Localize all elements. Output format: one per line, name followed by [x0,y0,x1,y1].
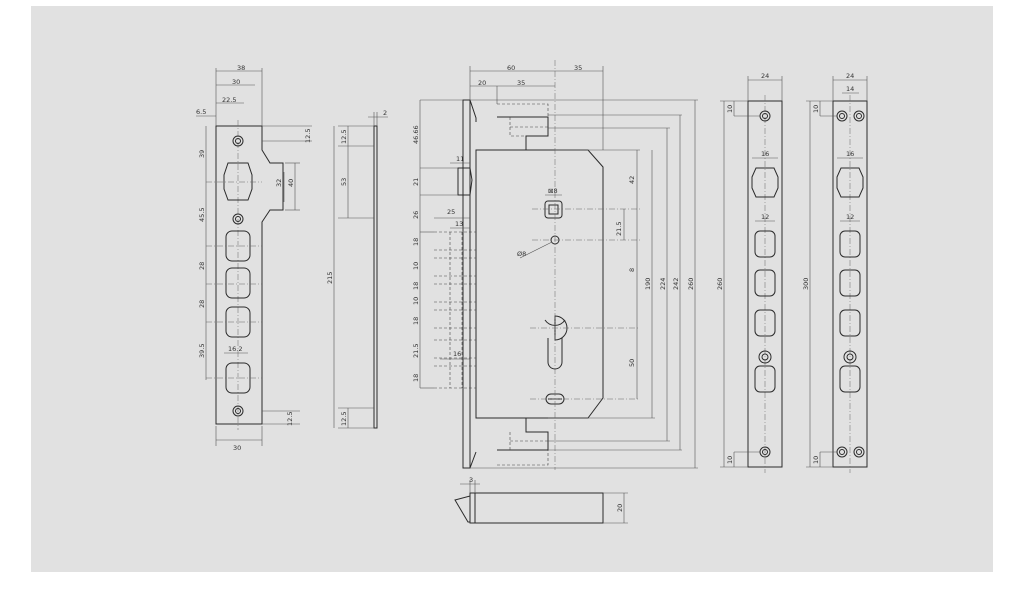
bottom-view-labels: 3 20 [469,476,624,512]
faceplate-dimension-labels: 38 30 22.5 6.5 39 45.5 28 28 39.5 16.2 1… [196,64,312,452]
dim-label: 6.5 [196,108,206,116]
dim-label: 38 [237,64,245,72]
dim-label: 30 [233,444,241,452]
dim-label: 24 [761,72,769,80]
side-dimension-labels: 2 12.5 53 215 12.5 [326,109,387,426]
dim-label: 12 [846,213,854,221]
dim-label: 21 [412,178,420,186]
dim-label: 26 [412,211,420,219]
dim-label: 14 [846,85,854,93]
dim-label: 45.5 [198,208,206,222]
dim-label: 18 [412,238,420,246]
dim-label: 18 [412,317,420,325]
strike-plate-260-view [720,76,783,473]
dim-label: 22.5 [222,96,236,104]
dim-label: 20 [478,79,486,87]
dim-label: 3 [469,476,473,484]
dim-label: 242 [672,278,680,290]
dim-label: 10 [412,297,420,305]
strike-plate-300-view [806,76,868,473]
dim-label: 12.5 [340,412,348,426]
dim-label: 40 [287,179,295,187]
dim-label: 12.5 [286,412,294,426]
dim-label: 53 [340,178,348,186]
dim-label: 215 [326,272,334,284]
dim-label: 16 [761,150,769,158]
dim-label: 10 [412,262,420,270]
dim-label: 25 [447,208,455,216]
dim-label: 28 [198,300,206,308]
dim-label: 60 [507,64,515,72]
dim-label: 10 [726,456,734,464]
dim-label: Ø8 [517,250,526,258]
lock-body-view [419,60,698,470]
dim-label: 260 [687,278,695,290]
bottom-view [454,480,628,524]
dim-label: 18 [412,282,420,290]
dim-label: 300 [802,278,810,290]
dim-label: 224 [659,278,667,290]
dim-label: 46.66 [412,125,420,144]
dim-label: 16.2 [228,345,242,353]
dim-label: 260 [716,278,724,290]
dim-label: 13 [455,220,463,228]
faceplate-side-view [333,112,388,429]
dim-label: 42 [628,176,636,184]
dim-label: 10 [726,105,734,113]
dim-label: ⊠8 [548,187,558,195]
dim-label: 12.5 [304,129,312,143]
dim-label: 18 [412,374,420,382]
dim-label: 10 [812,456,820,464]
dim-label: 11 [456,155,464,163]
lock-body-dimension-labels: 60 35 20 35 46.66 11 21 26 25 13 18 10 1… [412,64,695,382]
dim-label: 16 [846,150,854,158]
dim-label: 30 [232,78,240,86]
strike-260-labels: 24 10 16 12 260 10 [716,72,769,464]
dim-label: 35 [517,79,525,87]
dim-label: 190 [644,278,652,290]
dim-label: 20 [616,504,624,512]
dim-label: 10 [812,105,820,113]
dim-label: 12 [761,213,769,221]
dim-label: 8 [628,268,636,272]
dim-label: 39.5 [198,344,206,358]
dim-label: 16 [453,350,461,358]
strike-300-labels: 24 14 10 16 12 300 10 [802,72,854,464]
dim-label: 24 [846,72,854,80]
dim-label: 12.5 [340,130,348,144]
faceplate-front-view [196,68,312,446]
dim-label: 39 [198,150,206,158]
dim-label: 21.5 [615,222,623,236]
dim-label: 2 [383,109,387,117]
dim-label: 21.5 [412,344,420,358]
dim-label: 32 [275,179,283,187]
dim-label: 35 [574,64,582,72]
dim-label: 28 [198,262,206,270]
dim-label: 50 [628,359,636,367]
